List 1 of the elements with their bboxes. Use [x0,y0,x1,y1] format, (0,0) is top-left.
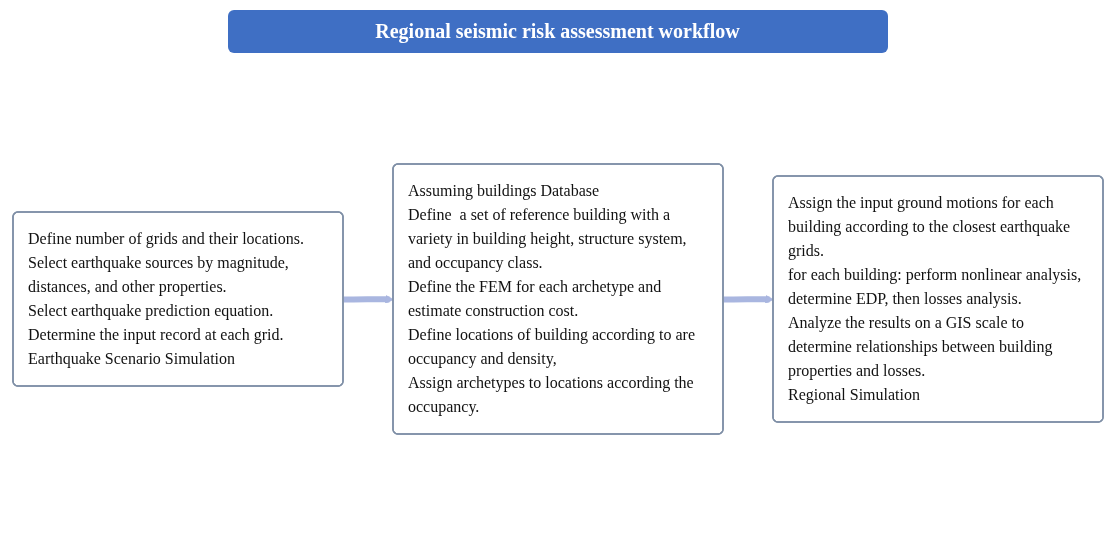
title-banner: Regional seismic risk assessment workflow [227,10,888,53]
